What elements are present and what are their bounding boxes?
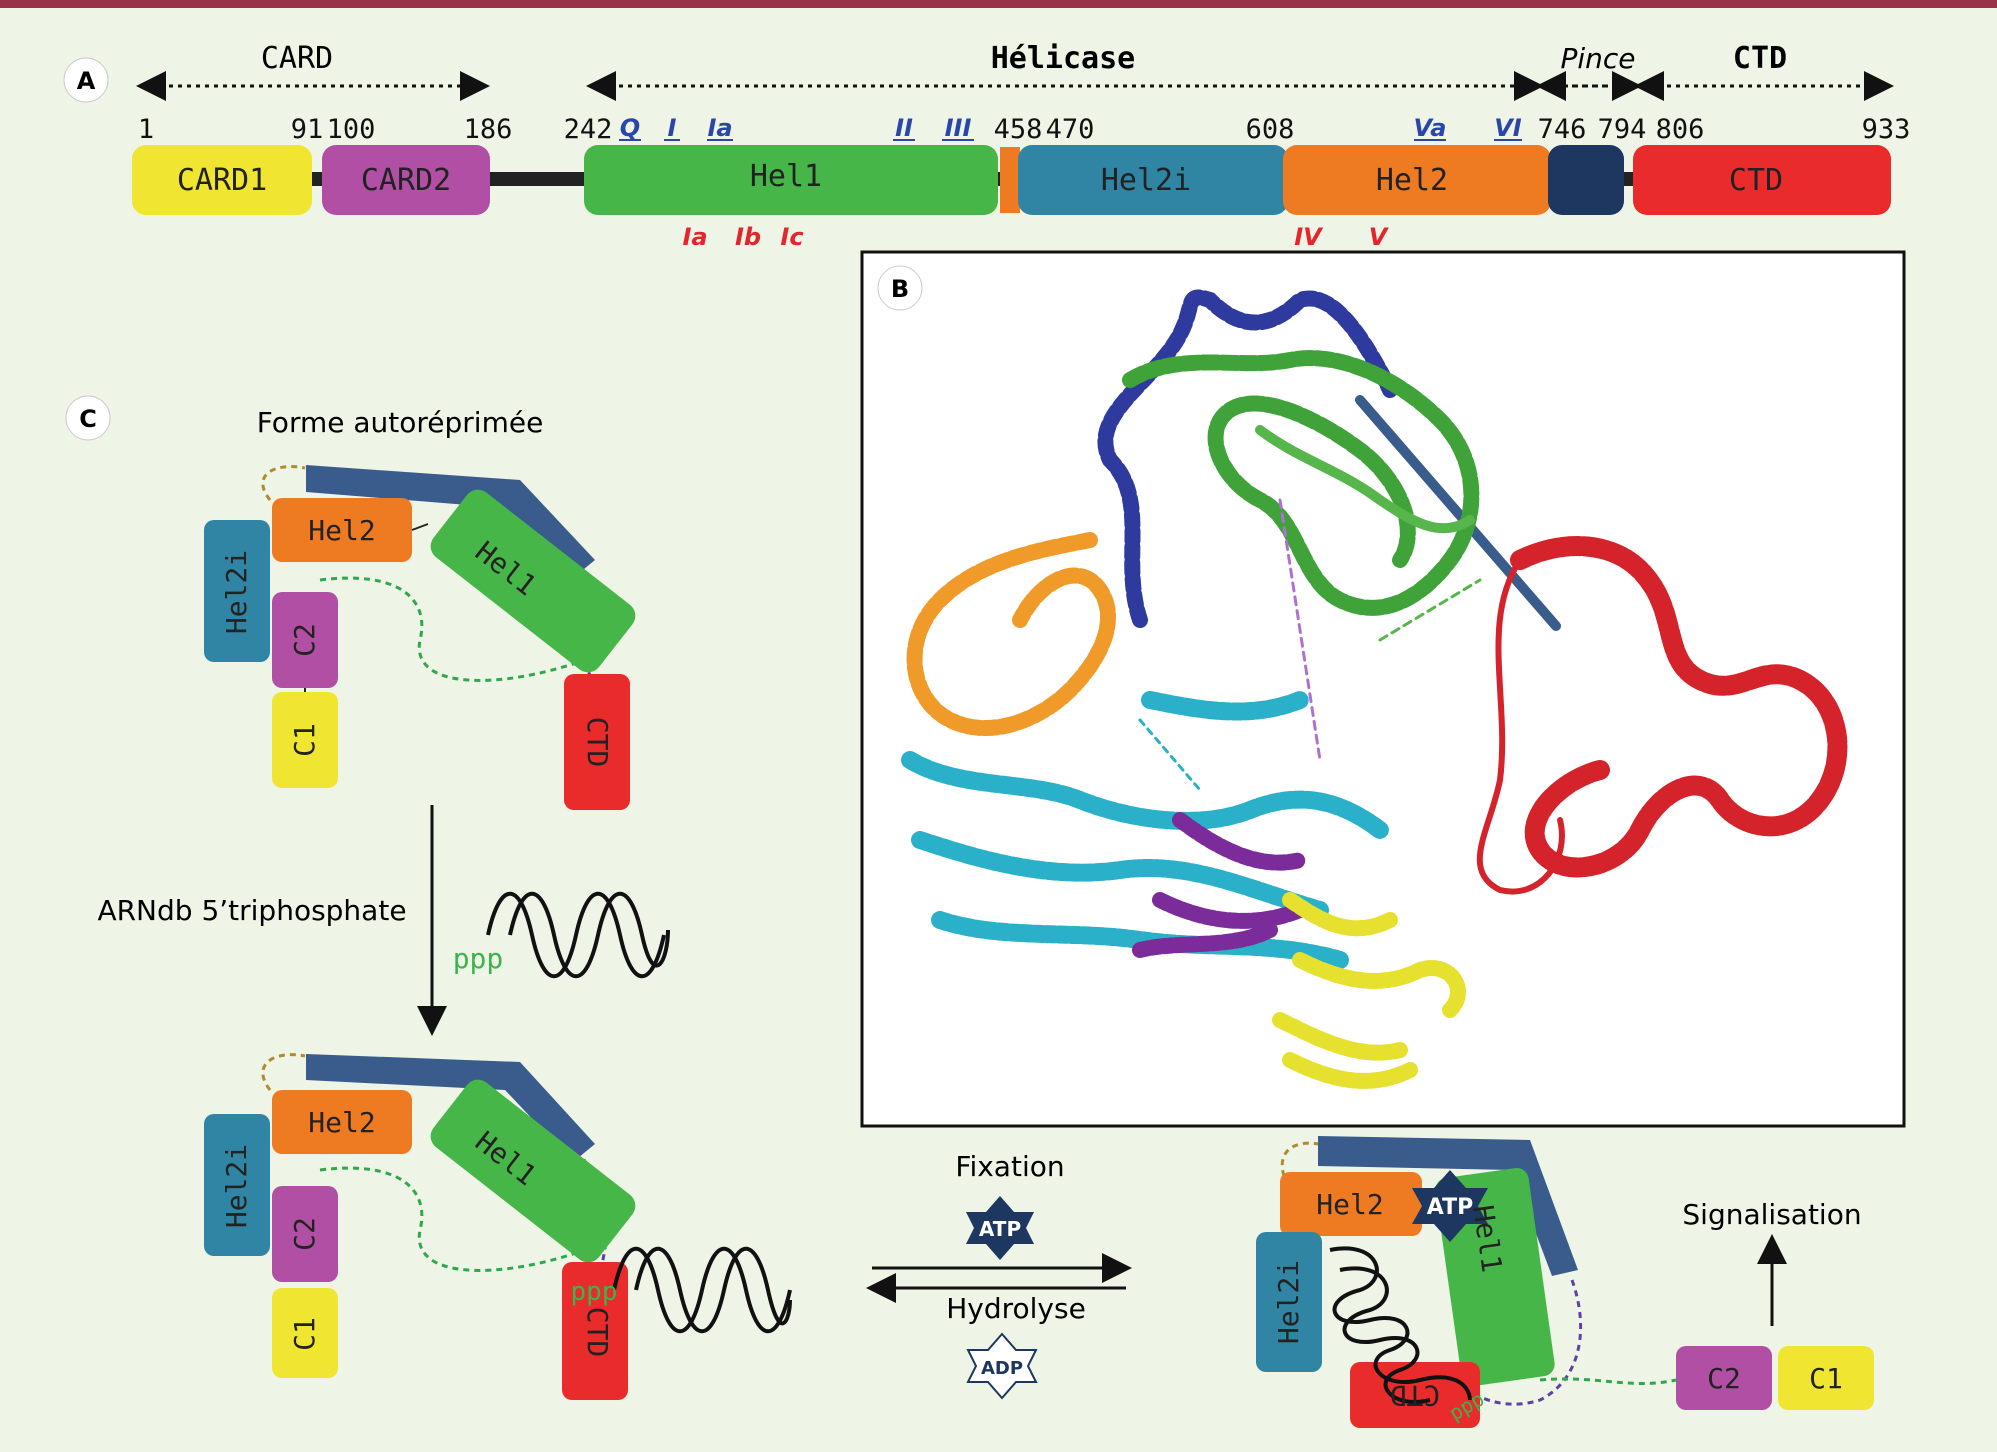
hel2-block-2-label: Hel2 — [308, 1106, 375, 1139]
hel2-link-dashed — [263, 467, 305, 500]
pince-region-label: Pince — [1560, 42, 1635, 75]
motif-i: I — [668, 114, 677, 142]
atp-star-icon: ATP — [966, 1196, 1034, 1260]
motif-vi: VI — [1494, 114, 1522, 142]
position-100: 100 — [327, 114, 376, 145]
c1-block-label: C1 — [288, 723, 321, 757]
ctd-block-3-label: CTD — [1390, 1379, 1441, 1412]
position-1: 1 — [138, 114, 154, 145]
card1-label: CARD1 — [177, 163, 267, 198]
position-608: 608 — [1246, 114, 1295, 145]
fixation-label: Fixation — [955, 1150, 1064, 1183]
c1-block-3-label: C1 — [1809, 1362, 1843, 1395]
ctd-block-label: CTD — [581, 717, 614, 768]
ctd-label: CTD — [1729, 163, 1783, 198]
position-186: 186 — [464, 114, 513, 145]
motifs-bottom: Ia Ib Ic IV V — [682, 223, 1389, 251]
position-794: 794 — [1598, 114, 1647, 145]
atp-label: ATP — [979, 1217, 1021, 1241]
hel2-insert-1 — [1000, 147, 1020, 213]
signalisation-label: Signalisation — [1682, 1198, 1861, 1231]
schematic-active: ATP Hel2 Hel1 Hel2i CTD C2 C1 ppp — [1256, 1136, 1874, 1428]
c2-block-label: C2 — [288, 623, 321, 657]
position-746: 746 — [1538, 114, 1587, 145]
position-458: 458 — [994, 114, 1043, 145]
card-region-label: CARD — [261, 41, 333, 76]
position-91: 91 — [291, 114, 324, 145]
pince-domain — [1548, 145, 1624, 215]
motif-ia-bottom: Ia — [682, 223, 707, 251]
position-806: 806 — [1656, 114, 1705, 145]
ctd-region-label: CTD — [1733, 41, 1787, 76]
hel2-block-3-label: Hel2 — [1316, 1188, 1383, 1221]
hydrolyse-label: Hydrolyse — [946, 1292, 1086, 1325]
helicase-region-label: Hélicase — [991, 41, 1136, 76]
position-242: 242 — [564, 114, 613, 145]
motif-va: Va — [1414, 114, 1447, 142]
motif-ib: Ib — [735, 223, 761, 251]
panel-c-label: C — [79, 405, 97, 433]
ppp-label-free: ppp — [453, 942, 504, 975]
position-933: 933 — [1862, 114, 1911, 145]
hel2i-block-label: Hel2i — [220, 550, 253, 634]
schematic-autorepressed: Hel2 Hel1 Hel2i C2 C1 CTD — [204, 465, 641, 810]
c2-block-2-label: C2 — [288, 1217, 321, 1251]
hel2i-label: Hel2i — [1101, 163, 1191, 198]
panel-a: A CARD Hélicase Pince CTD 1 91 100 186 2… — [64, 41, 1910, 251]
card2-label: CARD2 — [361, 163, 451, 198]
dsrna-strand-1 — [488, 894, 664, 977]
motif-iii: III — [945, 114, 972, 142]
adp-star-icon: ADP — [968, 1334, 1036, 1398]
bound-dsrna-1 — [614, 1249, 790, 1332]
rna-label: ARNdb 5’triphosphate — [97, 894, 406, 927]
c1-block-2-label: C1 — [288, 1317, 321, 1351]
motif-iv: IV — [1294, 223, 1324, 251]
top-frame-bar — [0, 0, 1997, 8]
ctd-block-2-label: CTD — [581, 1307, 614, 1358]
motif-q: Q — [620, 114, 640, 142]
motif-ic: Ic — [780, 223, 803, 251]
hel2-block-label: Hel2 — [308, 514, 375, 547]
hel2i-block-3-label: Hel2i — [1272, 1260, 1305, 1344]
motif-ii: II — [895, 114, 913, 142]
ppp-label-bound: ppp — [571, 1277, 618, 1307]
panel-b: B — [862, 252, 1904, 1126]
schematic-rna-bound: Hel2 Hel1 Hel2i C2 C1 CTD ppp — [204, 1054, 790, 1400]
atp-bound-label: ATP — [1427, 1195, 1473, 1220]
panel-a-label: A — [77, 67, 96, 95]
position-470: 470 — [1046, 114, 1095, 145]
motif-v: V — [1369, 223, 1390, 251]
motif-ia-top: Ia — [707, 114, 732, 142]
c2-block-3-label: C2 — [1707, 1362, 1741, 1395]
position-numbers: 1 91 100 186 242 458 470 608 746 794 806… — [138, 114, 1911, 145]
adp-label: ADP — [981, 1358, 1023, 1379]
hel2i-block-2-label: Hel2i — [220, 1144, 253, 1228]
autorepressed-title: Forme autoréprimée — [257, 406, 544, 439]
hel2-label: Hel2 — [1376, 163, 1448, 198]
hel1-label: Hel1 — [750, 159, 822, 194]
panel-b-label: B — [891, 275, 909, 303]
